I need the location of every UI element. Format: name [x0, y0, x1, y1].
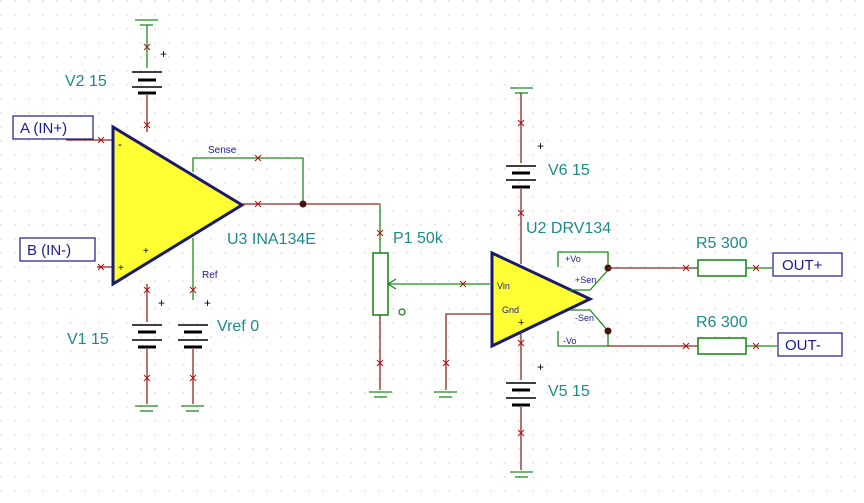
- r5-resistor[interactable]: R5 300: [696, 235, 772, 277]
- vref-supply[interactable]: + Vref 0: [178, 296, 259, 412]
- port-b-label: B (IN-): [27, 242, 71, 259]
- wire-psen: [570, 269, 609, 291]
- v2-label: V2 15: [65, 73, 107, 90]
- v6-label: V6 15: [548, 162, 590, 179]
- v1-label: V1 15: [67, 331, 109, 348]
- r6-label: R6 300: [696, 314, 748, 331]
- vref-label: Vref 0: [217, 318, 259, 335]
- port-a-label: A (IN+): [20, 120, 67, 137]
- port-out-plus[interactable]: OUT+: [772, 252, 843, 277]
- v1-supply[interactable]: + V1 15: [67, 296, 165, 412]
- v6-plus-mark: +: [537, 139, 544, 153]
- v1-plus-mark: +: [158, 296, 165, 310]
- u3-minus-pin: -: [118, 137, 122, 151]
- u3-plus-pin: +: [143, 246, 149, 257]
- r6-resistor[interactable]: R6 300: [696, 314, 777, 355]
- u2-psen-pin: +Sen: [575, 275, 596, 285]
- v6-supply[interactable]: + V6 15: [506, 87, 590, 264]
- pin-markers: [97, 43, 760, 437]
- v5-label: V5 15: [548, 383, 590, 400]
- wire-u2-gnd: [445, 313, 492, 390]
- v2-plus-mark: +: [160, 47, 167, 61]
- u3-sense-label: Sense: [208, 145, 237, 156]
- junction-outn: [604, 327, 612, 335]
- v5-plus-mark: +: [537, 360, 544, 374]
- u2-nsen-pin: -Sen: [575, 313, 594, 323]
- p1-label: P1 50k: [393, 230, 444, 247]
- u2-pvo-pin: +Vo: [565, 254, 581, 264]
- u3-label: U3 INA134E: [227, 231, 316, 248]
- wire-sense: [192, 157, 304, 204]
- u2-label: U2 DRV134: [526, 220, 611, 237]
- vref-plus-mark: +: [204, 296, 211, 310]
- p1-potentiometer[interactable]: P1 50k: [369, 204, 444, 398]
- u3-plus-pin-2: +: [118, 263, 124, 274]
- wire-nvo: [557, 331, 609, 347]
- wire-nsen: [570, 309, 609, 332]
- v5-supply[interactable]: + V5 15: [506, 334, 590, 478]
- v2-supply[interactable]: + V2 15: [65, 19, 167, 132]
- u2-vin-pin: Vin: [497, 281, 510, 291]
- u3-ref-label: Ref: [202, 270, 218, 281]
- port-out-minus[interactable]: OUT-: [777, 332, 843, 357]
- port-outp-label: OUT+: [782, 257, 823, 274]
- wiper-arrow: [386, 278, 397, 290]
- junction-u3-out: [299, 200, 307, 208]
- wire-pvo: [557, 251, 609, 268]
- u3-ina134e[interactable]: - + + U3 INA134E: [111, 124, 316, 287]
- port-b-in-minus[interactable]: B (IN-): [19, 237, 96, 262]
- u2-nvo-pin: -Vo: [563, 336, 577, 346]
- port-a-in-plus[interactable]: A (IN+): [12, 115, 94, 140]
- r5-label: R5 300: [696, 235, 748, 252]
- u2-plus-pin: +: [518, 317, 524, 329]
- u2-gnd-pin: Gnd: [502, 305, 519, 315]
- port-outn-label: OUT-: [785, 337, 821, 354]
- u2-drv134[interactable]: Vin Gnd + U2 DRV134: [490, 220, 611, 349]
